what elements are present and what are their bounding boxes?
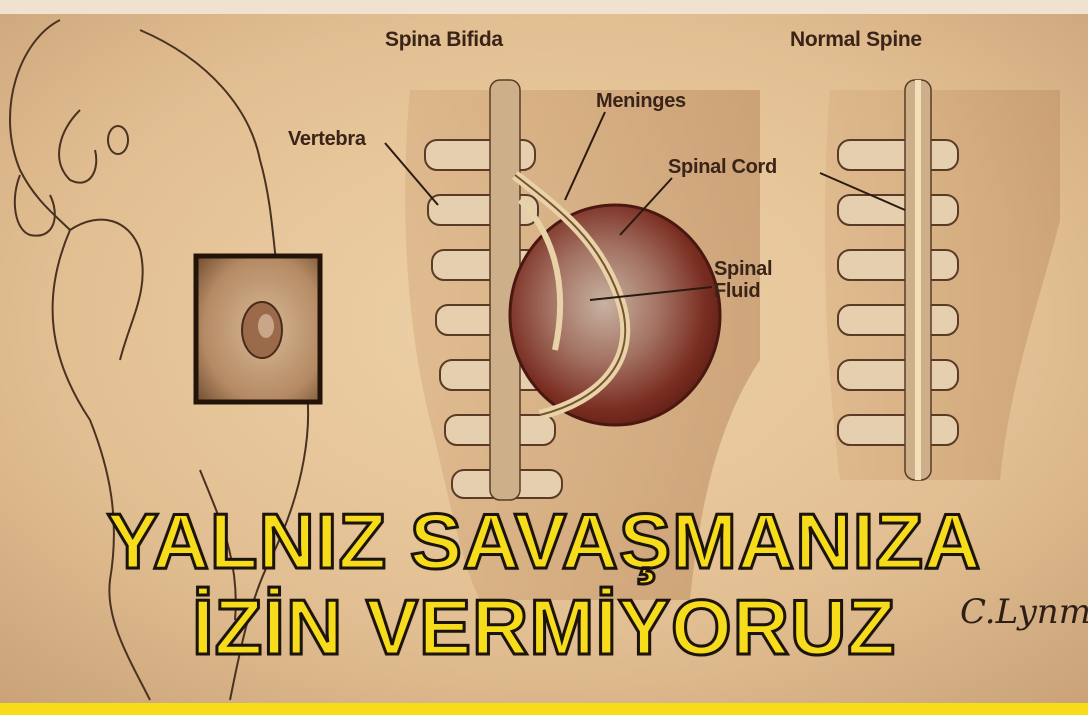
label-spinal-fluid-line1: Spinal bbox=[714, 258, 772, 280]
label-spinal-cord: Spinal Cord bbox=[668, 156, 777, 178]
label-spinal-fluid: Spinal Fluid bbox=[714, 258, 772, 302]
label-spinal-fluid-line2: Fluid bbox=[714, 280, 772, 302]
label-meninges: Meninges bbox=[596, 90, 686, 112]
bottom-accent-bar bbox=[0, 703, 1088, 715]
label-vertebra: Vertebra bbox=[288, 128, 366, 150]
label-normal-spine: Normal Spine bbox=[790, 28, 922, 51]
meningeal-sac bbox=[510, 205, 720, 425]
headline-line-1: YALNIZ SAVAŞMANIZA bbox=[0, 502, 1088, 580]
headline-line-2: İZİN VERMİYORUZ bbox=[0, 588, 1088, 666]
lesion-inset bbox=[196, 256, 320, 402]
label-spina-bifida: Spina Bifida bbox=[385, 28, 503, 51]
